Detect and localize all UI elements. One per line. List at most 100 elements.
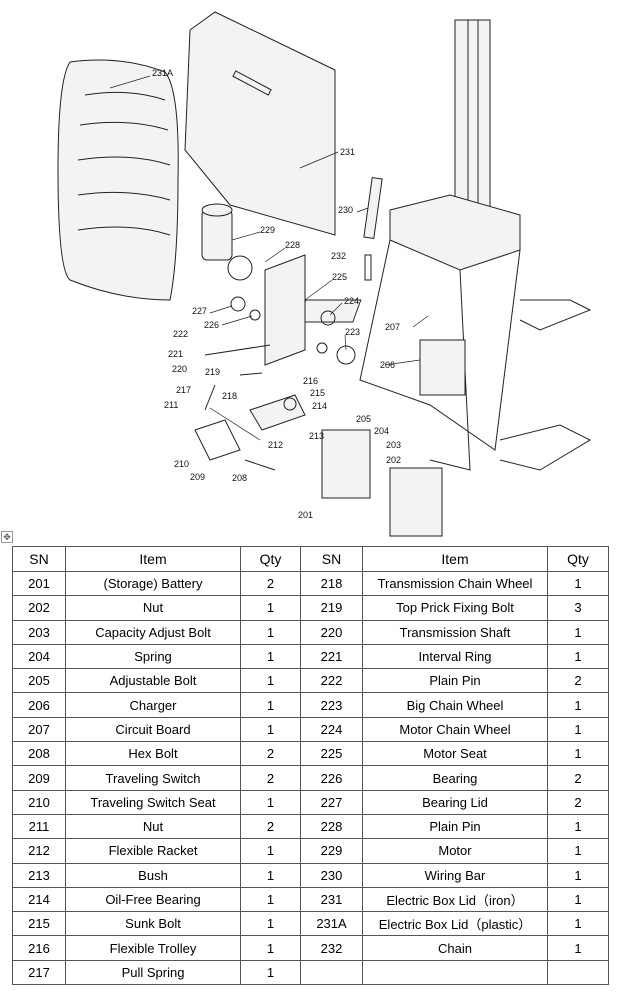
callout-label: 231A — [152, 68, 173, 78]
table-cell: Traveling Switch — [65, 765, 241, 791]
callout-label: 214 — [312, 401, 327, 411]
exploded-parts-diagram: 231A 231 230 229 228 225 224 223 227 226… — [57, 11, 592, 537]
table-cell: Electric Box Lid（iron） — [362, 886, 548, 913]
table-cell: Plain Pin — [362, 668, 548, 694]
table-cell: 1 — [240, 862, 301, 888]
table-cell: 221 — [300, 643, 363, 670]
table-cell: 1 — [240, 838, 301, 864]
callout-label: 218 — [222, 391, 237, 401]
table-cell: Bearing — [362, 765, 548, 791]
callout-label: 226 — [204, 320, 219, 330]
callout-label: 211 — [164, 400, 178, 410]
table-cell: 224 — [300, 716, 363, 743]
table-cell: Bush — [65, 862, 241, 888]
table-cell: 228 — [300, 813, 363, 840]
table-cell: 2 — [240, 765, 301, 791]
leader-lines — [109, 75, 429, 441]
table-cell: 1 — [547, 862, 609, 888]
callout-label: 213 — [309, 431, 324, 441]
table-cell: 2 — [547, 765, 609, 791]
table-cell: Motor Seat — [362, 741, 548, 767]
table-cell: 1 — [240, 668, 301, 694]
table-cell: 227 — [300, 789, 363, 815]
column-header: Qty — [547, 546, 609, 572]
table-cell: Flexible Racket — [65, 838, 241, 864]
callout-label: 212 — [268, 440, 283, 450]
table-cell: 1 — [547, 911, 609, 937]
table-cell: 1 — [240, 935, 301, 961]
table-cell: 203 — [12, 619, 66, 645]
battery-drawing — [389, 467, 443, 537]
table-cell: 225 — [300, 741, 363, 767]
table-cell: 1 — [240, 886, 301, 913]
table-cell: 219 — [300, 595, 363, 621]
column-header: SN — [300, 546, 363, 572]
table-cell: 218 — [300, 570, 363, 597]
motor-seat-drawing — [264, 254, 306, 366]
callout-label: 216 — [303, 376, 318, 386]
table-cell: 204 — [12, 643, 66, 670]
callout-label: 217 — [176, 385, 191, 395]
callout-label: 201 — [298, 510, 313, 520]
table-cell — [300, 959, 363, 986]
table-cell: 2 — [547, 668, 609, 694]
callout-label: 225 — [332, 272, 347, 282]
table-move-handle[interactable]: ✥ — [1, 531, 13, 543]
table-cell: Adjustable Bolt — [65, 668, 241, 694]
callout-label: 206 — [380, 360, 395, 370]
callout-label: 210 — [174, 459, 189, 469]
column-header: Item — [362, 546, 548, 572]
chain-drawing — [364, 254, 372, 281]
table-cell: 223 — [300, 692, 363, 718]
callout-label: 223 — [345, 327, 360, 337]
plastic-lid-drawing — [57, 59, 179, 301]
table-cell — [547, 959, 609, 986]
table-cell: Traveling Switch Seat — [65, 789, 241, 815]
table-cell: 1 — [240, 789, 301, 815]
table-cell: 1 — [240, 716, 301, 743]
column-header: SN — [12, 546, 66, 572]
mast-drawing — [454, 19, 491, 241]
table-cell: 1 — [547, 692, 609, 718]
table-cell: 232 — [300, 935, 363, 961]
base-frame-drawing — [359, 194, 592, 471]
table-cell: 208 — [12, 741, 66, 767]
callout-label: 224 — [344, 296, 359, 306]
table-cell: 216 — [12, 935, 66, 961]
table-cell: 2 — [547, 789, 609, 815]
table-cell: Nut — [65, 595, 241, 621]
table-cell: Spring — [65, 643, 241, 670]
table-cell: 229 — [300, 838, 363, 864]
table-cell: Motor — [362, 838, 548, 864]
callout-label: 221 — [168, 349, 183, 359]
table-cell: 220 — [300, 619, 363, 645]
table-cell: 1 — [547, 570, 609, 597]
table-cell: 1 — [240, 692, 301, 718]
table-cell: 2 — [240, 813, 301, 840]
table-cell: Big Chain Wheel — [362, 692, 548, 718]
table-cell: Wiring Bar — [362, 862, 548, 888]
callout-label: 231 — [340, 147, 355, 157]
table-cell: 210 — [12, 789, 66, 815]
table-cell: 1 — [547, 813, 609, 840]
table-cell: 1 — [547, 643, 609, 670]
charger-drawing — [419, 339, 466, 396]
table-cell: 226 — [300, 765, 363, 791]
callout-label: 222 — [173, 329, 188, 339]
table-cell: Nut — [65, 813, 241, 840]
table-cell: 212 — [12, 838, 66, 864]
table-cell: 1 — [547, 619, 609, 645]
callout-label: 202 — [386, 455, 401, 465]
